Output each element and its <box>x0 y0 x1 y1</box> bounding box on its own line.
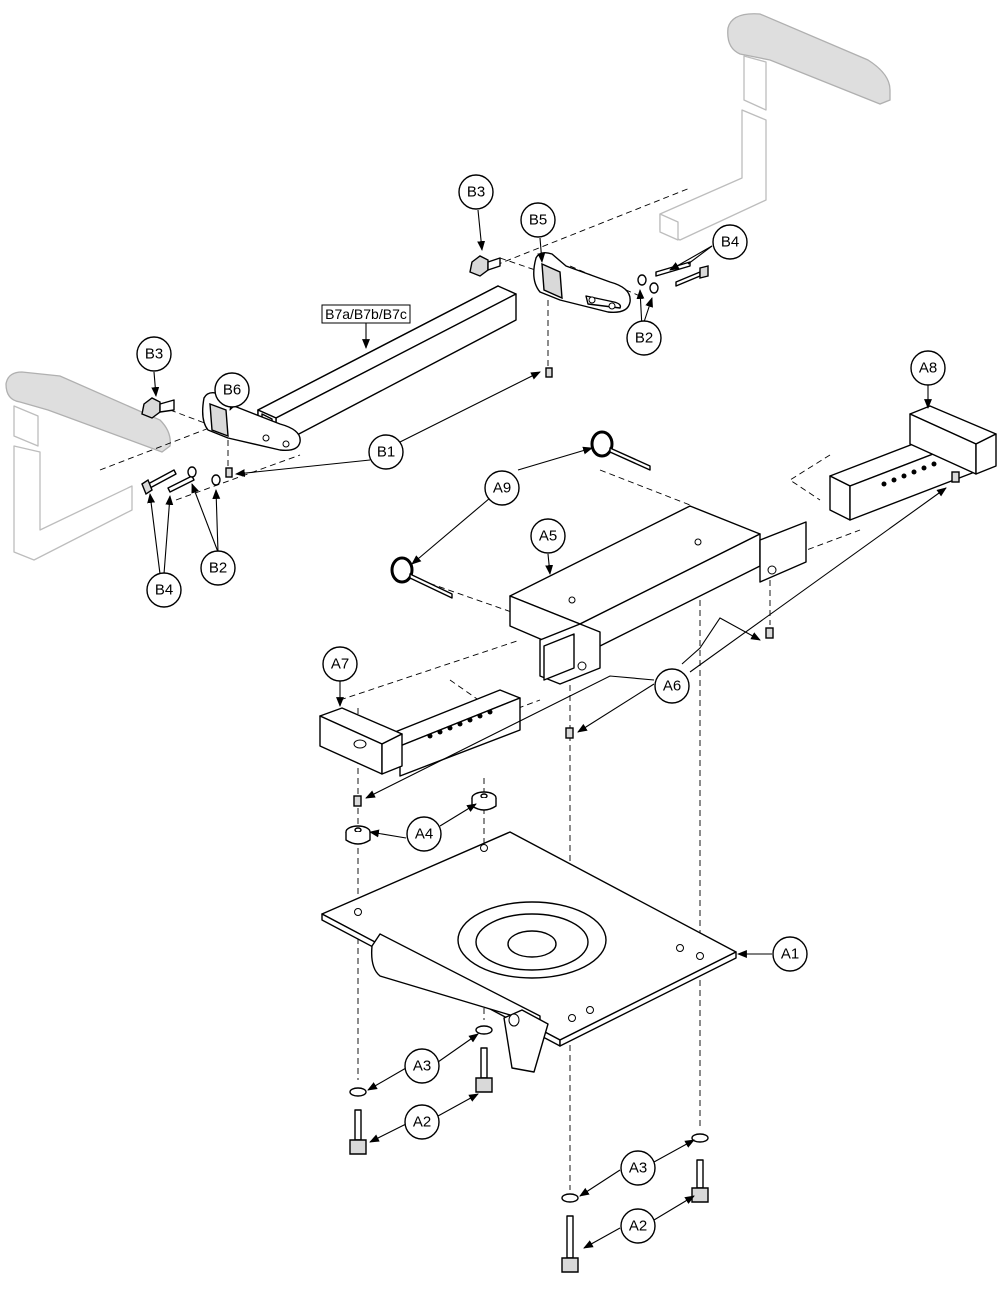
b1-set-screws <box>225 367 553 478</box>
callout-a6: A6 <box>654 668 690 704</box>
a3-a2-hardware-left <box>349 1025 493 1155</box>
svg-text:A3: A3 <box>629 1160 647 1177</box>
callout-a3-left: A3 <box>404 1048 440 1084</box>
svg-text:B4: B4 <box>721 234 739 251</box>
a3-a2-hardware-right <box>561 1133 709 1273</box>
svg-text:A8: A8 <box>919 360 937 377</box>
svg-text:A5: A5 <box>539 528 557 545</box>
svg-text:A1: A1 <box>781 946 799 963</box>
b7-tube <box>257 285 517 447</box>
svg-text:B2: B2 <box>635 330 653 347</box>
svg-text:A2: A2 <box>629 1218 647 1235</box>
svg-text:B3: B3 <box>145 346 163 363</box>
a6-set-screws <box>565 627 774 739</box>
left-armrest-ghost <box>5 371 171 561</box>
svg-text:B1: B1 <box>377 444 395 461</box>
callout-a5: A5 <box>530 518 566 554</box>
callout-a2-left: A2 <box>404 1104 440 1140</box>
callout-a7: A7 <box>322 646 358 682</box>
callout-a9: A9 <box>484 470 520 506</box>
callout-b2-right: B2 <box>626 320 662 356</box>
callout-b1: B1 <box>368 434 404 470</box>
callout-a2-right: A2 <box>620 1208 656 1244</box>
a8-extension-tube <box>829 405 997 521</box>
callout-b6: B6 <box>214 372 250 408</box>
b3-knob-right <box>469 255 501 277</box>
b2-washers-left <box>187 466 221 486</box>
a7-extension-tube <box>319 689 521 807</box>
a4-spacers <box>345 791 497 845</box>
svg-text:A2: A2 <box>413 1114 431 1131</box>
svg-text:B3: B3 <box>467 184 485 201</box>
b5-bracket <box>533 251 631 313</box>
a5-seat-tube <box>509 505 807 685</box>
callout-b4-left: B4 <box>146 572 182 608</box>
svg-text:B7a/B7b/B7c: B7a/B7b/B7c <box>325 306 407 322</box>
callout-b3-left: B3 <box>136 336 172 372</box>
callout-a3-right: A3 <box>620 1150 656 1186</box>
a1-swivel-plate <box>321 831 737 1073</box>
b4-screws-right <box>655 261 709 287</box>
a9-pins <box>390 430 651 599</box>
right-armrest-ghost <box>659 13 891 241</box>
svg-text:A4: A4 <box>415 826 433 843</box>
callout-b2-left: B2 <box>200 550 236 586</box>
svg-text:A6: A6 <box>663 678 681 695</box>
callout-b5: B5 <box>520 202 556 238</box>
callout-b3-right: B3 <box>458 174 494 210</box>
svg-text:A3: A3 <box>413 1058 431 1075</box>
svg-text:A7: A7 <box>331 656 349 673</box>
b3-knob-left <box>141 397 175 419</box>
callout-a1: A1 <box>772 936 808 972</box>
callout-b4-right: B4 <box>712 224 748 260</box>
svg-text:A9: A9 <box>493 480 511 497</box>
svg-text:B5: B5 <box>529 212 547 229</box>
leader-lines <box>147 209 947 1249</box>
callout-a4: A4 <box>406 816 442 852</box>
b2-washers-right <box>637 274 659 294</box>
svg-text:B4: B4 <box>155 582 173 599</box>
b7-box-label: B7a/B7b/B7c <box>321 304 411 324</box>
svg-text:B2: B2 <box>209 560 227 577</box>
svg-text:B6: B6 <box>223 382 241 399</box>
b6-bracket <box>201 391 301 452</box>
callout-a8: A8 <box>910 350 946 386</box>
b4-screws-left <box>141 469 195 496</box>
